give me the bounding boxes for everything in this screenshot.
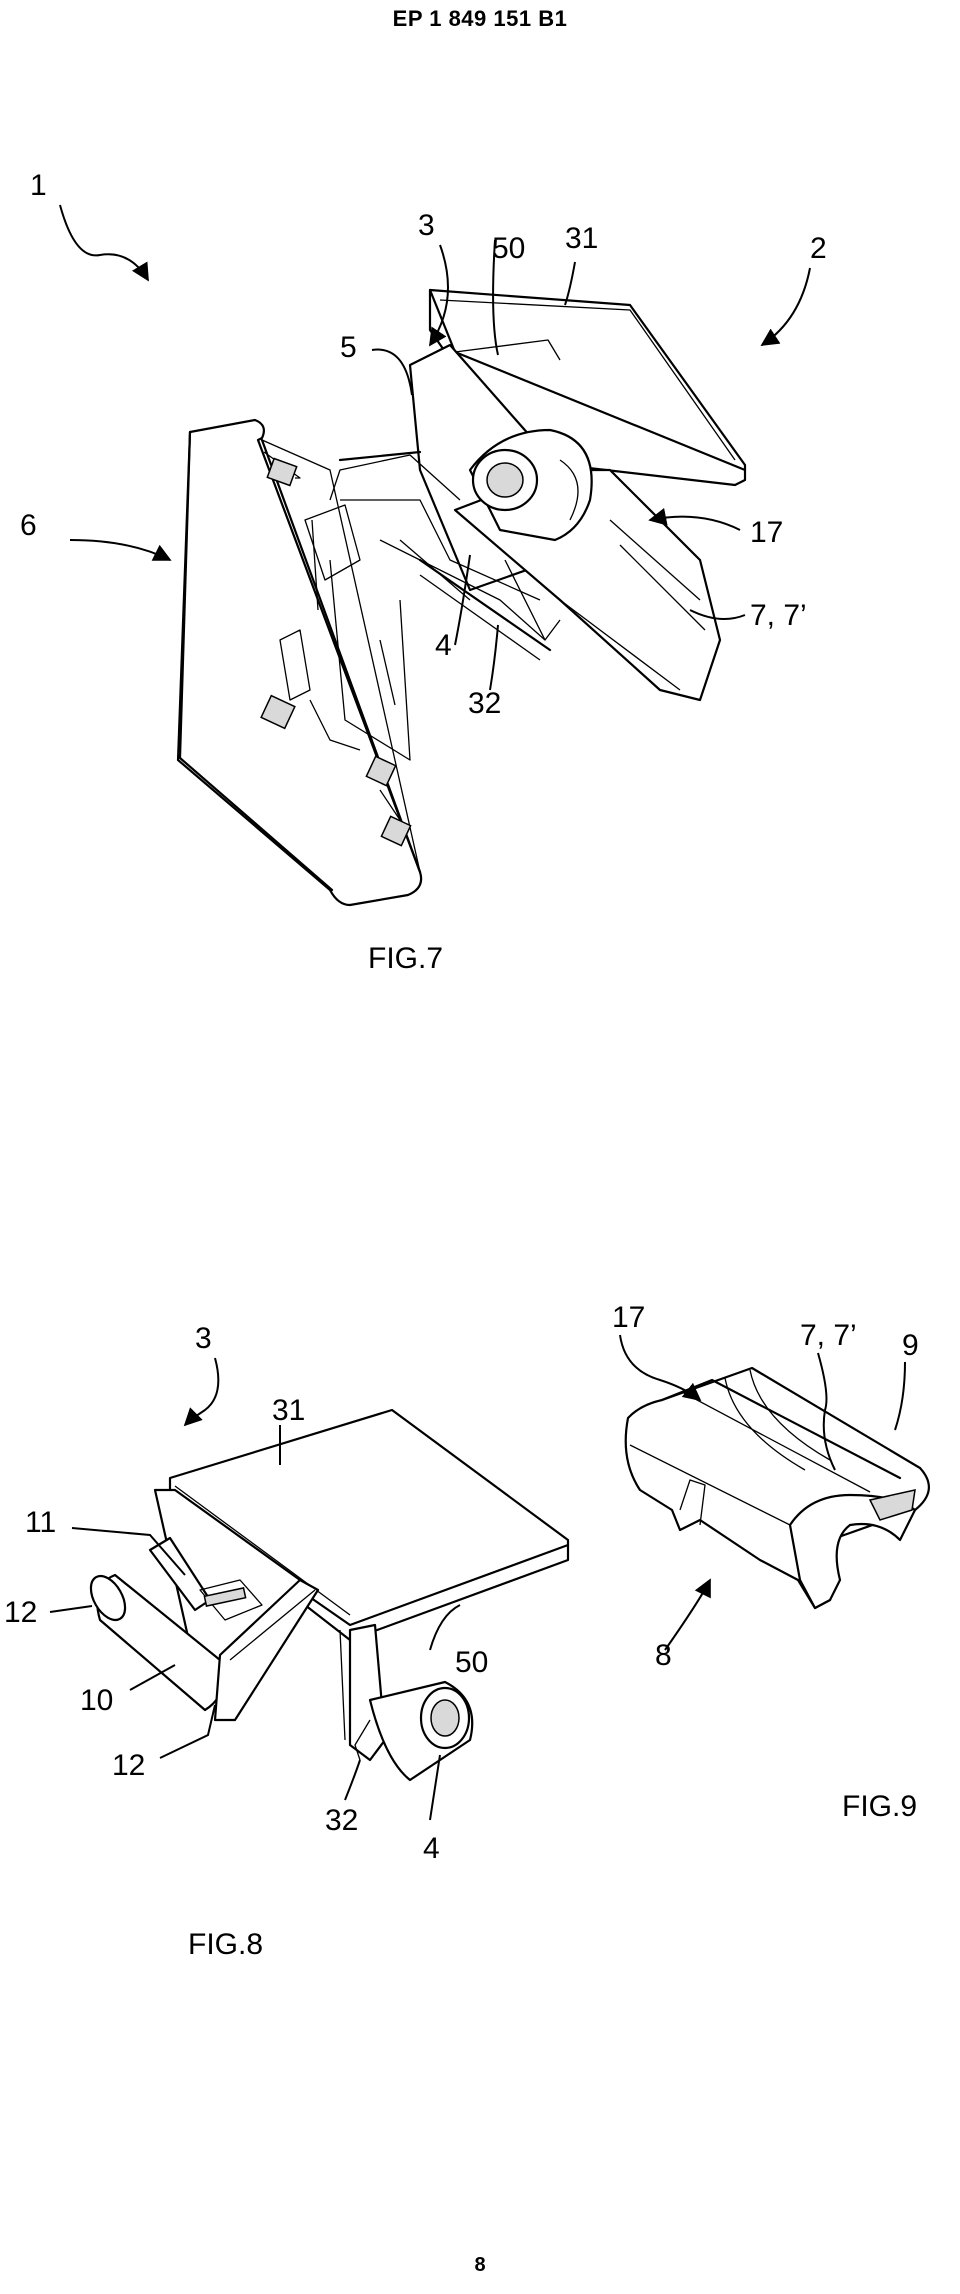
fig7-label-2: 2 bbox=[810, 232, 827, 265]
hinge-element-3 bbox=[329, 288, 747, 702]
fig7-label-1: 1 bbox=[30, 169, 47, 202]
fig8-label-4: 4 bbox=[423, 1832, 440, 1865]
fig8-caption: FIG.8 bbox=[188, 1928, 264, 1961]
fig7-label-17: 17 bbox=[750, 516, 783, 549]
fig7-label-32: 32 bbox=[468, 687, 501, 720]
fig7-label-31: 31 bbox=[565, 222, 598, 255]
page-number: 8 bbox=[474, 2254, 486, 2276]
fig9-drawing: 17 7, 7’ 9 8 bbox=[612, 1301, 930, 1672]
fig8-label-50: 50 bbox=[455, 1646, 488, 1679]
fig7-label-7-7prime: 7, 7’ bbox=[750, 599, 807, 632]
fig7-label-3: 3 bbox=[418, 209, 435, 242]
fig9-caption: FIG.9 bbox=[842, 1790, 918, 1823]
fig7-label-4: 4 bbox=[435, 629, 452, 662]
fig7-drawing: 1 2 3 50 31 5 6 17 4 7, 7’ 32 bbox=[20, 169, 827, 907]
fig8-label-12-lower: 12 bbox=[112, 1749, 145, 1782]
fig7-label-5: 5 bbox=[340, 331, 357, 364]
fig8-label-12-upper: 12 bbox=[4, 1596, 37, 1629]
fig7-label-6: 6 bbox=[20, 509, 37, 542]
fig8-label-31: 31 bbox=[272, 1394, 305, 1427]
fig8-label-3: 3 bbox=[195, 1322, 212, 1355]
fig9-label-7-7prime: 7, 7’ bbox=[800, 1319, 857, 1352]
fig7-caption: FIG.7 bbox=[368, 942, 444, 975]
fig9-label-8: 8 bbox=[655, 1639, 672, 1672]
wall-plate-6 bbox=[176, 418, 423, 907]
fig8-label-11: 11 bbox=[25, 1506, 56, 1539]
fig8-drawing: 3 31 11 12 10 12 50 32 4 bbox=[4, 1322, 570, 1865]
fig9-label-9: 9 bbox=[902, 1329, 919, 1362]
fig9-label-17: 17 bbox=[612, 1301, 645, 1334]
patent-number-header: EP 1 849 151 B1 bbox=[392, 6, 568, 31]
fig7-label-50: 50 bbox=[492, 232, 525, 265]
fig8-label-10: 10 bbox=[80, 1684, 113, 1717]
fig8-label-32: 32 bbox=[325, 1804, 358, 1837]
